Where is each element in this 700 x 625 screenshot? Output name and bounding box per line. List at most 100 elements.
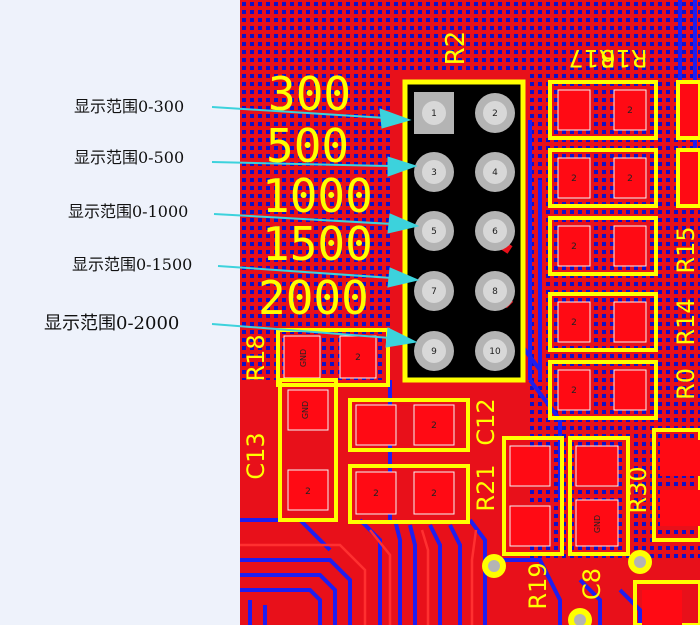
- r21-pad-2-label: 2: [431, 489, 437, 499]
- edge-component: [652, 428, 700, 542]
- pin-4-label: 4: [492, 168, 498, 178]
- r15-pad-2: [613, 225, 647, 267]
- pin-2-hole: [483, 101, 507, 125]
- r17-outline: [548, 80, 658, 140]
- annotation-range-1000: 显示范围0-1000: [68, 202, 189, 221]
- annotation-range-500: 显示范围0-500: [74, 148, 185, 167]
- r18-pad-2-label: 2: [355, 353, 361, 363]
- refdes-r0: R0: [672, 368, 700, 400]
- edge-component-pad-2: [660, 490, 700, 526]
- refdes-r14: R14: [672, 298, 700, 345]
- pin-7-hole: [422, 279, 446, 303]
- silk-value-2000: 2000: [258, 271, 369, 325]
- r19-pad-2: [509, 505, 551, 547]
- r16-pad-2-label: 2: [627, 174, 633, 184]
- r0-pad-label: 2: [571, 386, 577, 396]
- via-hole-3: [634, 556, 646, 568]
- bottom-edge-pad: [642, 590, 682, 625]
- r21-outline: [348, 464, 470, 524]
- r16-pad-2: [613, 157, 647, 199]
- r0-pad-1: [557, 369, 591, 411]
- pin-9-hole: [422, 339, 446, 363]
- left-components: GND 2 GND 2 2 2 2: [276, 328, 470, 524]
- refdes-r19: R19: [524, 562, 552, 609]
- refdes-c13: C13: [242, 432, 270, 479]
- pin-8-hole: [483, 279, 507, 303]
- header-pins: [414, 92, 515, 371]
- pin-10-hole: [483, 339, 507, 363]
- right-components: 2 2 2 2 2 2: [548, 80, 700, 542]
- r17-pad-1: [557, 89, 591, 131]
- via-grid-top: [390, 0, 530, 70]
- via-hole-2: [574, 614, 586, 625]
- refdes-r30: R30: [624, 466, 652, 513]
- annotation-range-2000: 显示范围0-2000: [44, 313, 180, 334]
- c8-outline: [568, 436, 630, 556]
- silk-value-500: 500: [266, 119, 349, 173]
- r21-pad-2: [413, 471, 455, 515]
- c12-outline: [348, 398, 470, 452]
- pin-2-label: 2: [492, 109, 498, 119]
- c8-gnd-label: GND: [593, 515, 602, 533]
- refdes-r18: R18: [242, 334, 270, 381]
- r15-pad-label: 2: [571, 242, 577, 252]
- annotation-range-300: 显示范围0-300: [74, 97, 185, 116]
- r21-pad-1: [355, 471, 397, 515]
- pin-6-label: 6: [492, 227, 498, 237]
- left-refdes: R18 C13 C12 R21: [242, 334, 500, 511]
- r14-outline: [548, 292, 658, 352]
- via-hole-1: [488, 560, 500, 572]
- pin-3-label: 3: [431, 168, 437, 178]
- r17-pad-2-label: 2: [627, 106, 633, 116]
- r17-pad-2: [613, 89, 647, 131]
- via-grid-left: [240, 0, 390, 380]
- r14-pad-2: [613, 301, 647, 343]
- c13-outline: [278, 378, 338, 522]
- r21-pad-1-label: 2: [373, 489, 379, 499]
- c12-pad-2: [413, 404, 455, 446]
- r16-outline: [548, 148, 658, 208]
- bottom-refdes: R19 C8 R30: [524, 466, 652, 609]
- refdes-c12: C12: [472, 398, 500, 445]
- r19-outline: [502, 436, 564, 556]
- r15-pad-1: [557, 225, 591, 267]
- silk-value-1000: 1000: [262, 169, 373, 223]
- r16-pad-label: 2: [571, 174, 577, 184]
- pin-4-hole: [483, 160, 507, 184]
- pin-5-hole: [422, 219, 446, 243]
- r14-pad-1: [557, 301, 591, 343]
- pin-7-label: 7: [431, 287, 437, 297]
- c8-pad-2: [575, 499, 619, 547]
- r16-pad-1: [557, 157, 591, 199]
- c13-pad-2-label: 2: [305, 487, 311, 497]
- c12-pad-2-label: 2: [431, 421, 437, 431]
- c13-gnd-label: GND: [301, 401, 310, 419]
- refdes-header: R2: [441, 31, 471, 66]
- r19-pad-1: [509, 445, 551, 487]
- bottom-red-traces: [240, 529, 478, 625]
- refdes-c8: C8: [578, 568, 606, 600]
- pin-9-label: 9: [431, 347, 437, 357]
- c12-pad-1: [355, 404, 397, 446]
- edge-component-pad-1: [660, 440, 700, 476]
- pin-1-label: 1: [431, 109, 437, 119]
- pin-5-label: 5: [431, 227, 437, 237]
- pin-numbers: 1 2 3 4 5 6 7 8 9 10: [431, 109, 501, 357]
- r14-pad-label: 2: [571, 318, 577, 328]
- pin-10-label: 10: [489, 347, 501, 357]
- silk-values: 300 500 1000 1500 2000: [258, 67, 373, 325]
- pin-6-hole: [483, 219, 507, 243]
- silk-value-300: 300: [268, 67, 351, 121]
- r18-gnd-label: GND: [299, 349, 308, 367]
- r0-outline: [548, 360, 658, 420]
- right-refdes: R17 R16 R15 R14 R0: [568, 44, 700, 400]
- pin-1-hole: [422, 101, 446, 125]
- edge-pad-2: [676, 148, 700, 208]
- refdes-r15: R15: [672, 226, 700, 273]
- silk-value-1500: 1500: [262, 217, 373, 271]
- c13-pad-2: [287, 469, 329, 511]
- refdes-r16: R16: [600, 44, 647, 72]
- pcb-layout-view: 1 2 3 4 5 6 7 8 9 10 300 500 1000 1500 2…: [240, 0, 700, 625]
- bottom-components: GND: [482, 436, 700, 625]
- annotation-range-1500: 显示范围0-1500: [72, 255, 193, 274]
